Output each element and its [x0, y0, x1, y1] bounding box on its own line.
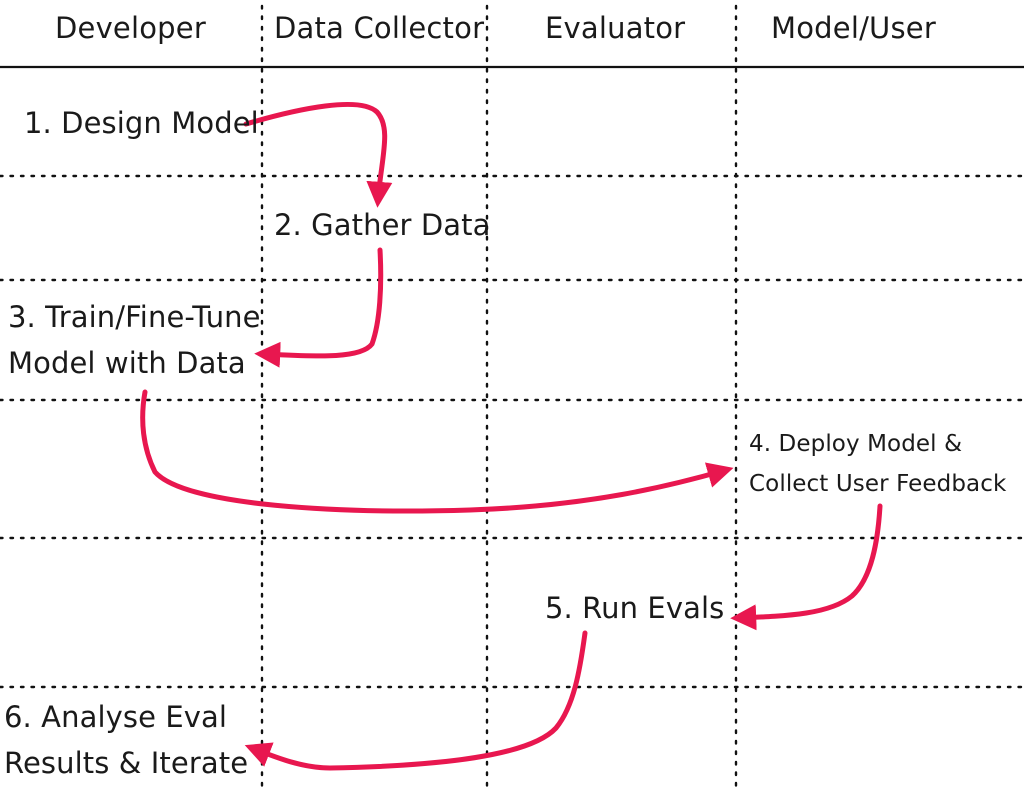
- step-text: Model with Data: [8, 346, 246, 380]
- flow-arrow-evals-to-analyse: [244, 630, 588, 771]
- lane-header-data-collector: Data Collector: [274, 11, 485, 45]
- flow-arrow-deploy-to-evals: [730, 503, 883, 631]
- step-text: Collect User Feedback: [749, 471, 1007, 497]
- step-text: 3. Train/Fine-Tune: [8, 300, 261, 334]
- step-text: Results & Iterate: [4, 746, 249, 780]
- lane-header-evaluator: Evaluator: [545, 11, 686, 45]
- step-run-evals: 5. Run Evals: [545, 585, 724, 631]
- lane-header-developer: Developer: [55, 11, 206, 45]
- step-text: 4. Deploy Model &: [749, 431, 963, 457]
- flow-arrow-design-to-gather: [243, 101, 393, 208]
- flow-arrow-gather-to-train: [254, 247, 384, 368]
- step-gather-data: 2. Gather Data: [274, 202, 491, 248]
- step-design-model: 1. Design Model: [24, 100, 259, 146]
- step-analyse-results: 6. Analyse Eval Results & Iterate: [4, 694, 248, 786]
- step-text: 1. Design Model: [24, 106, 259, 140]
- step-train-model: 3. Train/Fine-Tune Model with Data: [8, 294, 261, 386]
- step-deploy-model: 4. Deploy Model & Collect User Feedback: [749, 424, 1006, 504]
- lane-header-model-user: Model/User: [771, 11, 936, 45]
- step-text: 5. Run Evals: [545, 591, 725, 625]
- flow-arrow-train-to-deploy: [140, 389, 734, 514]
- step-text: 6. Analyse Eval: [4, 700, 228, 734]
- step-text: 2. Gather Data: [274, 208, 491, 242]
